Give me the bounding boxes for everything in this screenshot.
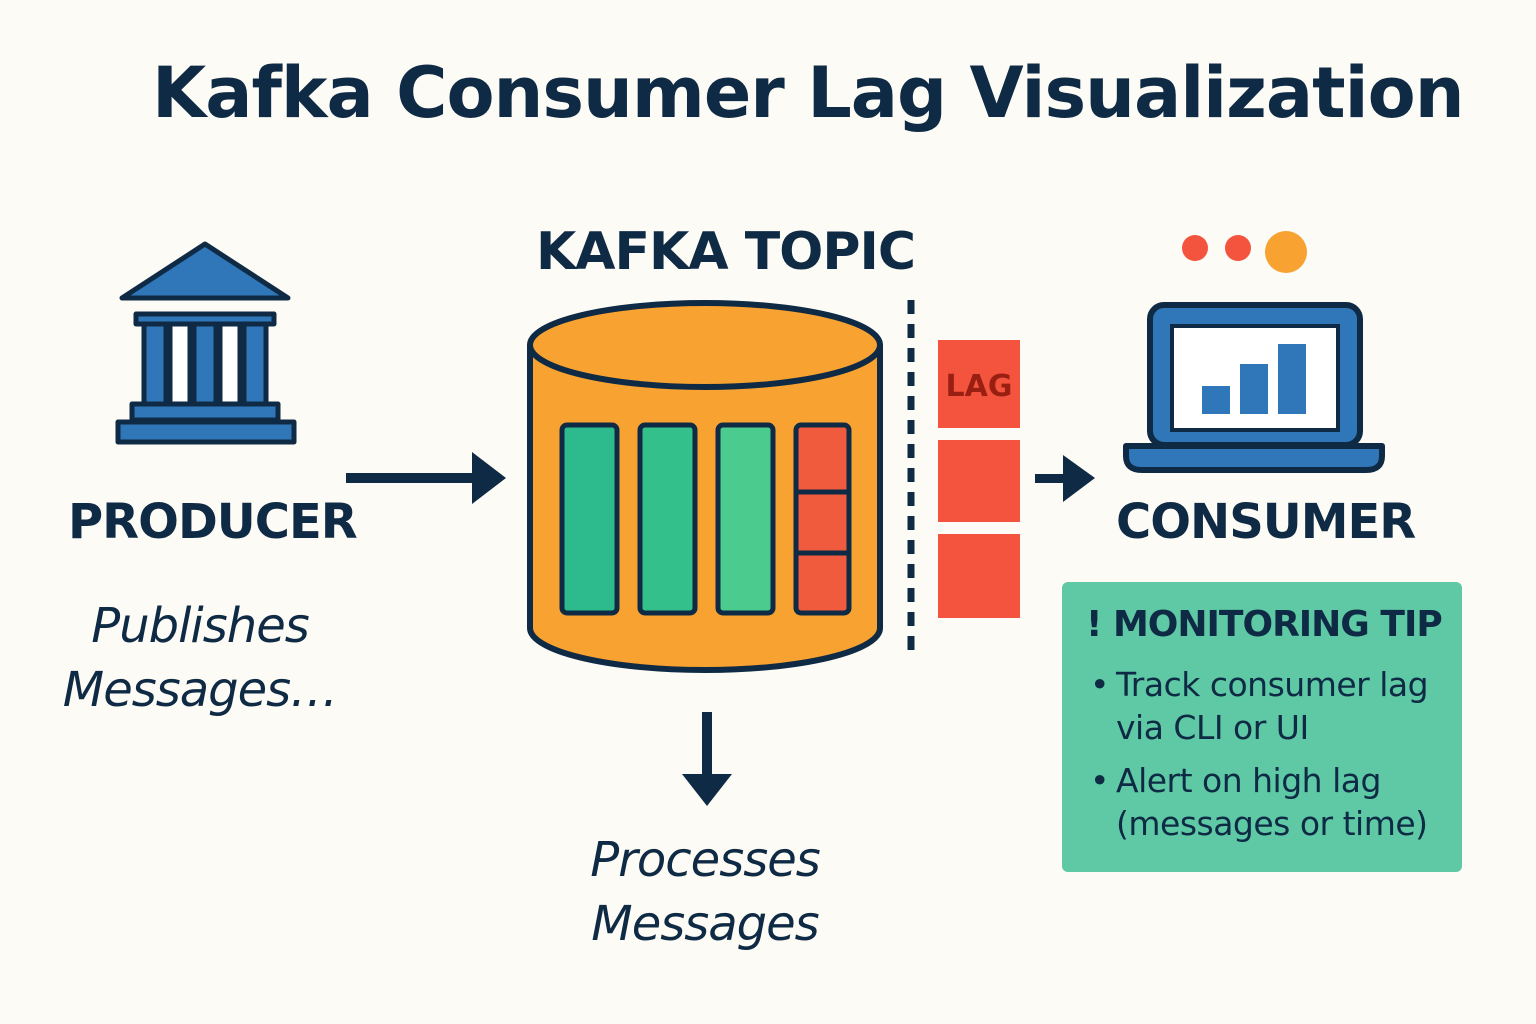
topic-down-arrow bbox=[682, 712, 732, 806]
partition-column-3 bbox=[715, 422, 776, 616]
lag-block-1 bbox=[938, 340, 1020, 428]
tip-item-text: Alert on high lag (messages or time) bbox=[1116, 761, 1428, 843]
partition-column-lagging bbox=[793, 422, 852, 616]
list-item: • Track consumer lag via CLI or UI bbox=[1086, 663, 1438, 749]
producer-description-text: Publishes Messages… bbox=[62, 598, 338, 718]
monitoring-tip-box: ! MONITORING TIP • Track consumer lag vi… bbox=[1062, 582, 1462, 872]
status-dots-icon bbox=[1182, 231, 1307, 273]
lag-label: LAG bbox=[946, 369, 1013, 404]
page-title: Kafka Consumer Lag Visualization bbox=[152, 52, 1465, 134]
partition-column-2 bbox=[637, 422, 698, 616]
tip-item-text: Track consumer lag via CLI or UI bbox=[1116, 665, 1429, 747]
lag-block-2 bbox=[938, 440, 1020, 522]
producer-description: Publishes Messages… bbox=[40, 594, 360, 722]
laptop-bar-chart-icon bbox=[1123, 302, 1385, 473]
consumer-label: CONSUMER bbox=[1116, 494, 1416, 550]
monitoring-tip-title: ! MONITORING TIP bbox=[1086, 604, 1443, 645]
bank-building-icon bbox=[115, 241, 297, 445]
lag-to-consumer-arrow bbox=[1035, 455, 1095, 502]
topic-description: Processes Messages bbox=[540, 828, 870, 956]
lag-block-3 bbox=[938, 534, 1020, 618]
bullet-icon: • bbox=[1090, 665, 1109, 704]
producer-to-topic-arrow bbox=[346, 452, 506, 504]
partition-column-1 bbox=[559, 422, 620, 616]
list-item: • Alert on high lag (messages or time) bbox=[1086, 759, 1438, 845]
producer-label: PRODUCER bbox=[68, 494, 358, 550]
bullet-icon: • bbox=[1090, 761, 1109, 800]
topic-label: KAFKA TOPIC bbox=[536, 222, 916, 282]
topic-description-text: Processes Messages bbox=[590, 832, 821, 952]
